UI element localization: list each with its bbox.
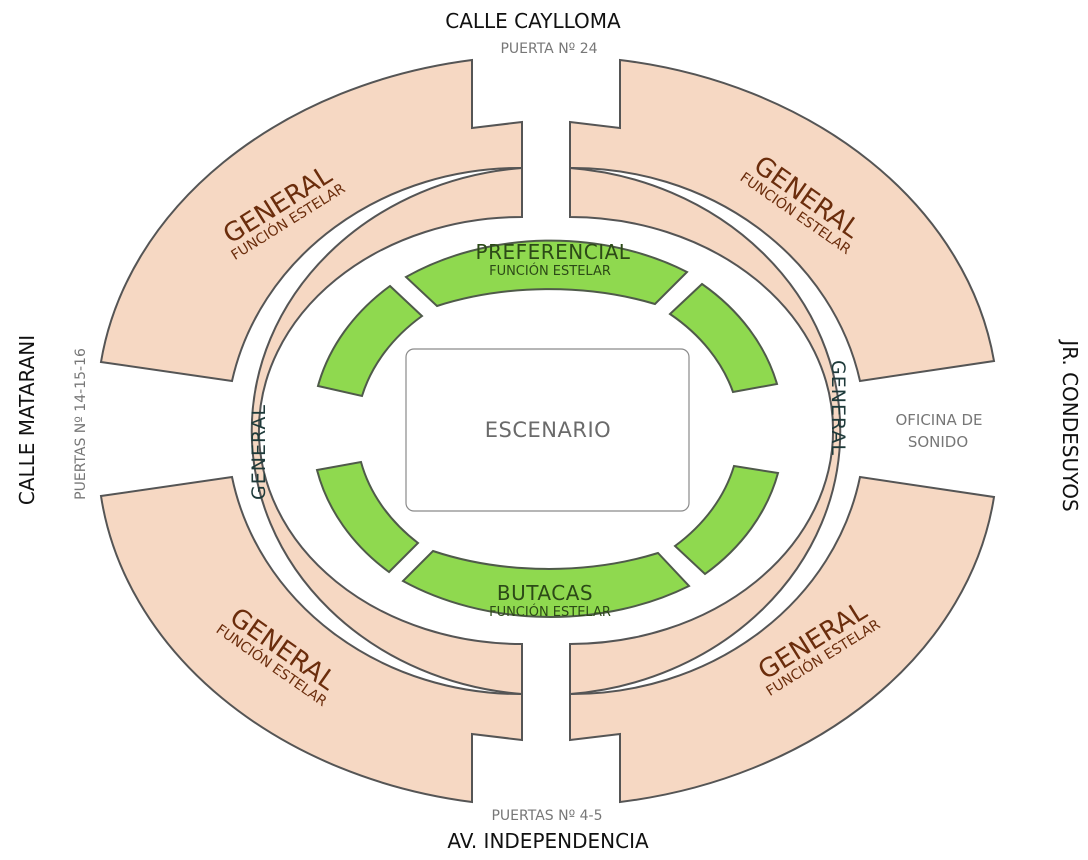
gate-top-label: PUERTA Nº 24 — [500, 41, 597, 57]
ring-general-section-right[interactable] — [569, 166, 842, 696]
sound-office-label-line1: OFICINA DE — [895, 411, 982, 429]
gate-bottom-label: PUERTAS Nº 4-5 — [491, 808, 602, 824]
outer-general-section-top-left[interactable] — [99, 58, 523, 383]
preferencial-label: PREFERENCIAL — [476, 240, 631, 264]
stage — [405, 348, 690, 512]
street-bottom-label: AV. INDEPENDENCIA — [447, 829, 649, 853]
preferencial-section-top[interactable] — [404, 239, 689, 308]
butacas-section-top-right[interactable] — [668, 282, 779, 394]
stage-label: ESCENARIO — [485, 418, 611, 442]
butacas-section-bottom-left[interactable] — [315, 460, 420, 574]
butacas-label: BUTACAS — [497, 581, 593, 605]
butacas-section-bottom-right[interactable] — [673, 464, 780, 576]
butacas-section-top-left[interactable] — [316, 284, 424, 398]
ring-general-label-left: GENERAL — [248, 404, 270, 500]
street-top-label: CALLE CAYLLOMA — [445, 9, 621, 33]
outer-general-section-top-right[interactable] — [569, 58, 996, 383]
gate-left-label: PUERTAS Nº 14-15-16 — [73, 348, 89, 500]
outer-general-section-bottom-right[interactable] — [569, 475, 996, 804]
butacas-subtitle: FUNCIÓN ESTELAR — [489, 604, 611, 620]
sound-office-label-line2: SONIDO — [908, 433, 968, 451]
ring-general-label-right: GENERAL — [827, 360, 849, 456]
street-right-label: JR. CONDESUYOS — [1058, 338, 1082, 511]
street-left-label: CALLE MATARANI — [15, 335, 39, 505]
ring-general-section-left[interactable] — [250, 166, 523, 696]
butacas-section-bottom[interactable] — [401, 549, 691, 618]
outer-general-section-bottom-left[interactable] — [99, 475, 523, 804]
preferencial-subtitle: FUNCIÓN ESTELAR — [489, 263, 611, 279]
